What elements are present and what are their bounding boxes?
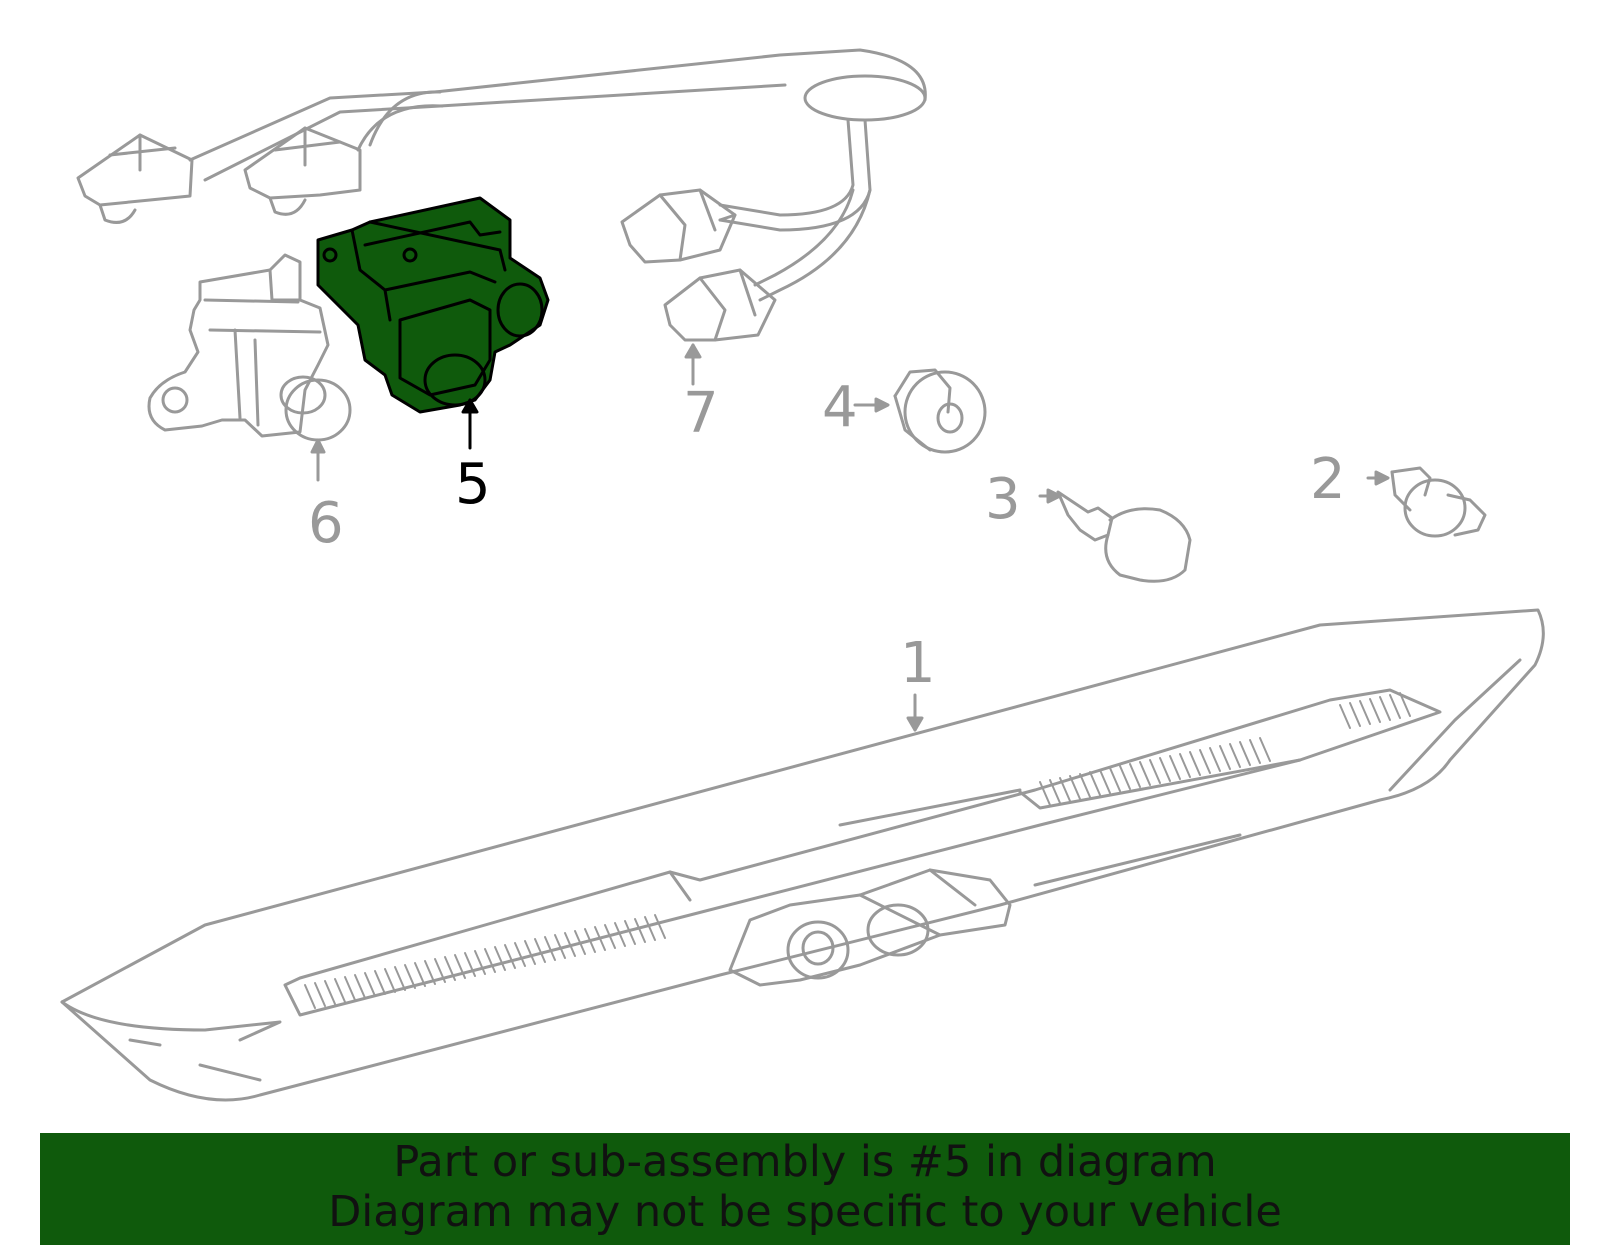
part-1-lamp-housing (60, 608, 1545, 1102)
info-banner: Part or sub-assembly is #5 in diagram Di… (40, 1133, 1570, 1245)
callout-6: 6 (308, 491, 344, 556)
part-3-push-pin (1038, 488, 1192, 583)
callout-4: 4 (822, 375, 858, 440)
banner-line-disclaimer: Diagram may not be specific to your vehi… (328, 1187, 1282, 1237)
callout-2: 2 (1310, 447, 1346, 512)
callout-7: 7 (683, 381, 719, 446)
lamp-hatching-left (304, 914, 666, 1009)
parts-diagram (60, 48, 1545, 1102)
part-7-arrow (684, 343, 702, 386)
part-4-nut (853, 368, 987, 454)
part-6-bracket (147, 253, 352, 482)
part-7-wiring-harness (76, 48, 927, 342)
callout-3: 3 (985, 467, 1021, 532)
callout-1: 1 (900, 631, 936, 696)
part-2-clip (1366, 466, 1487, 538)
callout-5: 5 (455, 452, 491, 517)
lamp-hatching-center (1039, 737, 1271, 806)
part-5-camera (316, 196, 550, 450)
banner-line-part: Part or sub-assembly is #5 in diagram (393, 1137, 1217, 1187)
lamp-hatching-right (1339, 692, 1411, 729)
